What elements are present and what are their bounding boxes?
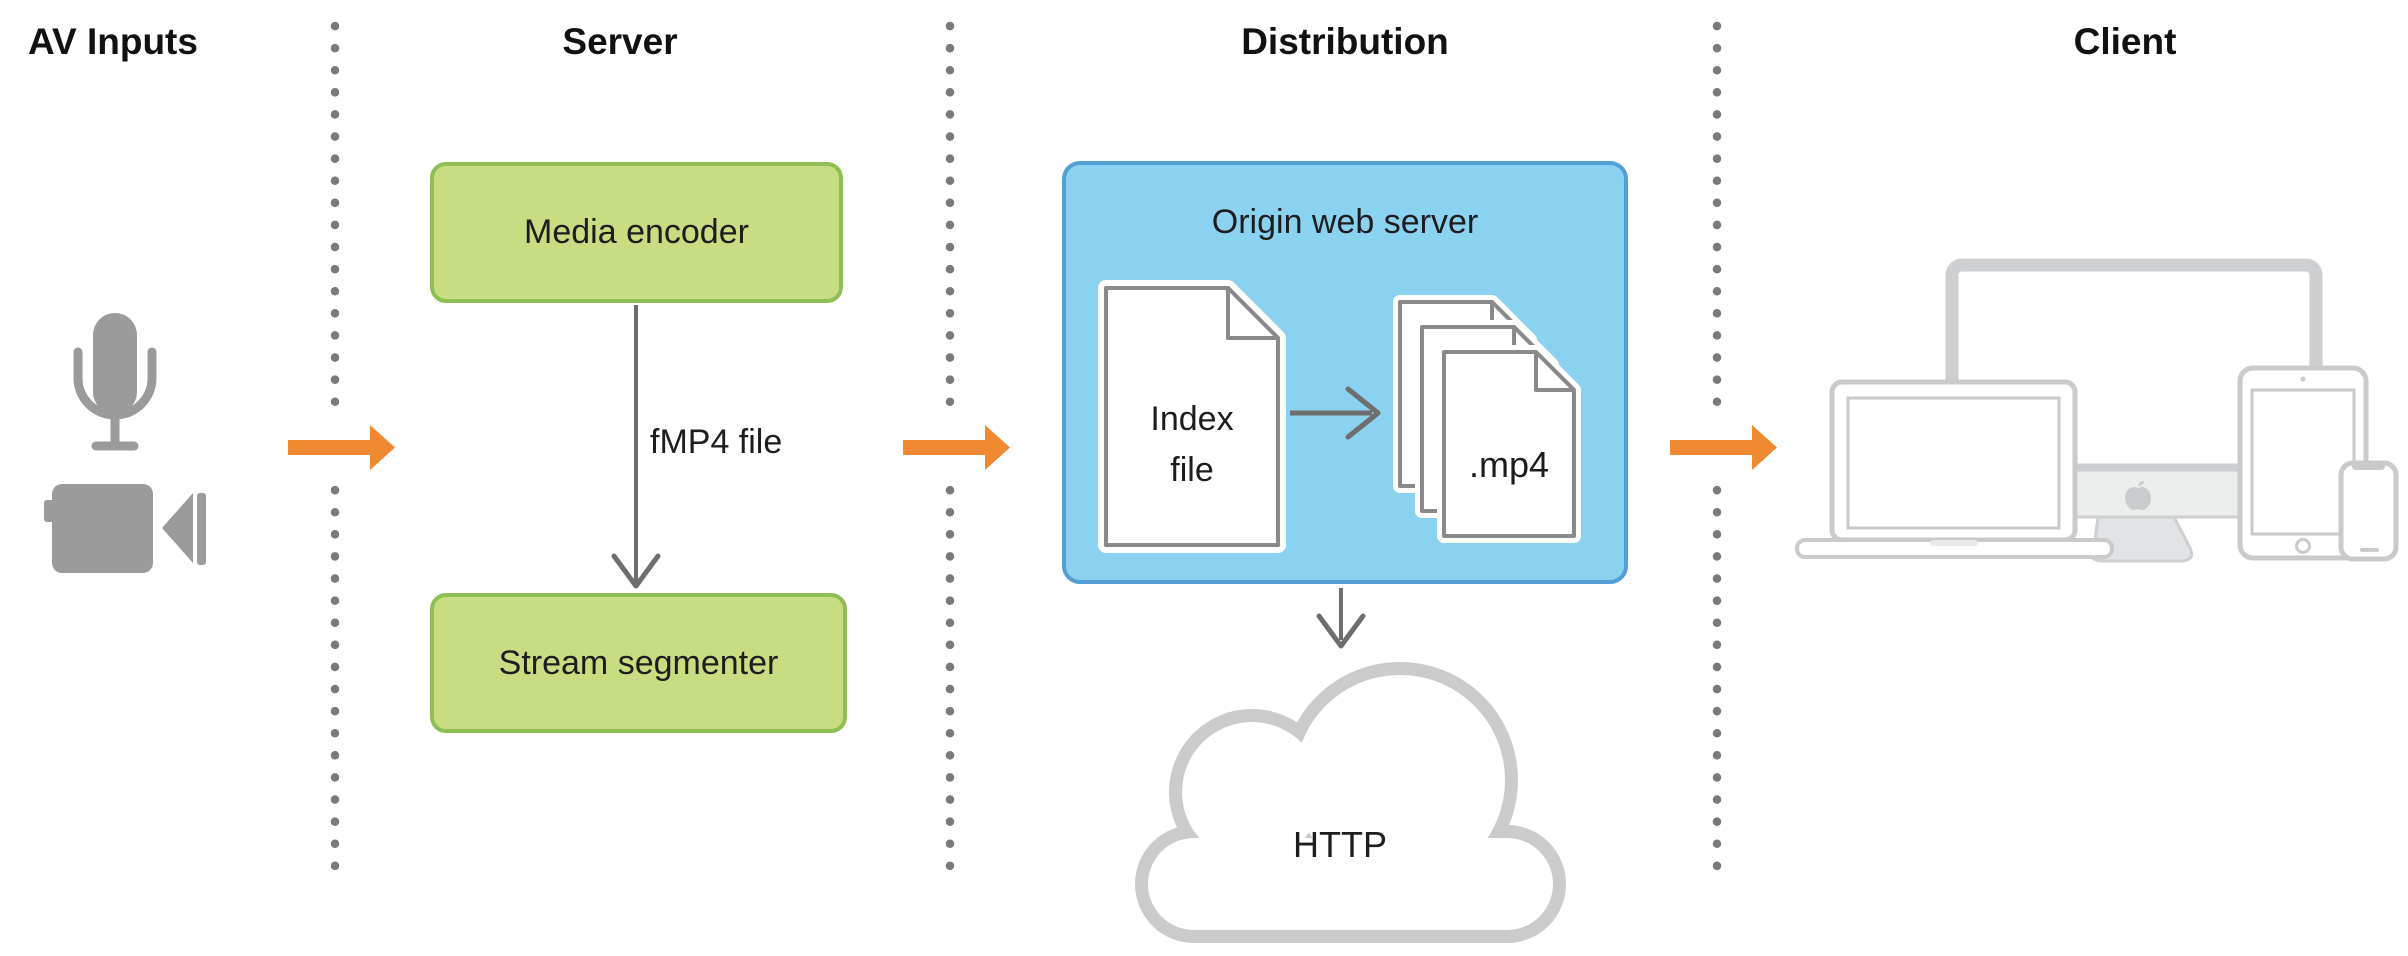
iphone-icon [2338,460,2399,562]
fmp4-file-label: fMP4 file [650,423,783,461]
microphone-icon [73,313,157,451]
http-cloud-label: HTTP [1293,824,1387,865]
column-header-client: Client [2073,21,2177,62]
media-encoder-label: Media encoder [524,213,749,251]
origin-to-cloud-arrow [1316,588,1366,649]
document-stack-icon [1393,295,1581,543]
stream-segmenter-label: Stream segmenter [498,643,779,682]
flow-arrow-2 [903,425,1010,470]
column-header-distribution: Distribution [1241,21,1449,62]
document-icon [1098,280,1286,553]
index-to-segments-arrow [1290,386,1381,440]
flow-arrow-3 [1670,425,1777,470]
dotted-divider [330,21,1722,883]
video-camera-icon [44,484,206,573]
client-devices [1795,258,2399,563]
stack-doc-front [1437,345,1581,543]
flow-arrow-1 [288,425,395,470]
column-header-av-inputs: AV Inputs [28,21,198,62]
media-encoder-box [430,162,843,303]
mp4-label: .mp4 [1468,444,1550,485]
encoder-to-segmenter-arrow [611,305,661,589]
ipad-icon [2237,365,2369,561]
apple-logo-icon [2125,481,2151,510]
macbook-icon [1795,379,2114,559]
index-file-label: Index file [1150,400,1234,489]
origin-web-server-title: Origin web server [1211,203,1479,241]
cloud-icon [1135,662,1566,943]
column-header-server: Server [562,21,678,62]
stream-segmenter-box [430,593,847,733]
flow-arrow-icon [288,425,1777,470]
